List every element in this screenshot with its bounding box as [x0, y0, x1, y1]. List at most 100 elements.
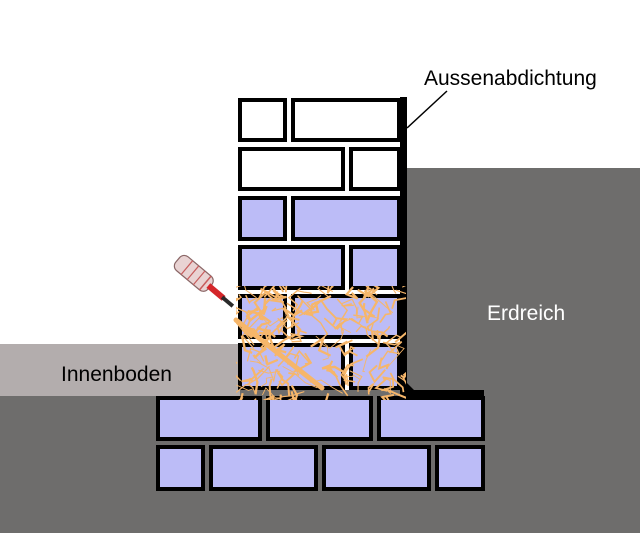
cream-crack — [348, 314, 364, 325]
cream-crack — [240, 335, 253, 354]
cream-crack — [338, 345, 358, 357]
cream-crack — [262, 394, 276, 400]
cream-crack — [358, 290, 372, 324]
cream-crack — [260, 376, 274, 388]
cream-crack — [391, 286, 397, 294]
cream-crack — [370, 330, 389, 341]
brick — [156, 396, 262, 441]
cream-crack — [287, 287, 302, 312]
cream-crack — [365, 332, 382, 358]
cream-crack — [323, 317, 342, 330]
inner-floor-area — [0, 344, 240, 396]
cream-crack — [236, 384, 256, 394]
cream-crack — [343, 374, 361, 380]
cream-crack — [256, 361, 277, 383]
cream-crack — [326, 286, 334, 294]
cream-crack — [264, 355, 279, 366]
cream-crack — [319, 331, 345, 349]
cream-crack — [365, 286, 378, 296]
brick — [291, 196, 401, 241]
cream-crack — [241, 321, 270, 339]
cream-crack — [241, 317, 261, 349]
brick — [238, 245, 345, 290]
cream-crack — [340, 298, 358, 317]
cream-crack — [321, 364, 347, 375]
cream-crack — [296, 290, 312, 295]
cream-crack — [317, 286, 334, 298]
cream-crack — [306, 295, 322, 311]
cream-crack — [280, 391, 305, 398]
cream-crack — [258, 313, 284, 327]
cream-crack — [391, 297, 406, 309]
cream-crack — [395, 286, 406, 295]
cream-crack — [282, 366, 318, 389]
cream-crack — [241, 367, 265, 383]
cream-crack — [325, 360, 339, 378]
cream-crack — [265, 290, 278, 302]
brick — [291, 98, 401, 142]
inner-floor-label: Innenboden — [61, 363, 172, 386]
cream-crack — [261, 387, 273, 400]
cream-crack — [293, 349, 312, 365]
brick — [349, 245, 401, 290]
brick — [266, 396, 373, 441]
cream-crack — [246, 365, 270, 389]
cream-crack — [258, 331, 276, 338]
cream-crack — [271, 307, 287, 315]
injection-channel — [233, 317, 325, 391]
brick — [209, 445, 318, 491]
cream-crack — [309, 299, 338, 320]
cream-crack — [284, 315, 302, 337]
cream-crack — [336, 298, 349, 323]
cream-crack — [279, 394, 283, 400]
cream-crack — [394, 331, 406, 343]
cream-crack — [246, 347, 265, 362]
cream-crack — [386, 388, 406, 399]
brick — [156, 445, 205, 491]
cream-crack — [276, 372, 291, 397]
brick — [238, 196, 287, 241]
cream-crack — [278, 286, 288, 293]
cream-crack — [325, 392, 330, 400]
cream-crack — [297, 295, 312, 317]
cream-crack — [362, 302, 376, 318]
cream-crack — [245, 294, 258, 305]
soil-label: Erdreich — [487, 302, 565, 325]
cream-crack — [263, 286, 276, 298]
cream-crack — [363, 289, 379, 323]
soil-area — [400, 168, 640, 395]
cream-crack — [384, 334, 402, 352]
cream-crack — [344, 286, 359, 300]
cream-crack — [278, 371, 297, 387]
cream-crack — [257, 286, 287, 301]
injection-cartridge-icon — [173, 254, 235, 308]
cream-crack — [268, 378, 276, 400]
cream-crack — [400, 373, 406, 379]
cream-crack — [236, 294, 243, 312]
cream-crack — [366, 307, 381, 332]
cream-crack — [272, 397, 281, 400]
brick — [349, 147, 401, 191]
cream-crack — [236, 286, 257, 298]
cream-crack — [236, 306, 250, 314]
cream-crack — [236, 321, 255, 346]
cream-crack — [310, 335, 332, 357]
cream-crack — [238, 392, 244, 400]
cream-crack — [277, 317, 300, 330]
cream-crack — [379, 301, 392, 324]
cream-crack — [380, 393, 395, 400]
cream-crack — [368, 364, 386, 384]
outer-seal-label: Aussenabdichtung — [424, 67, 597, 90]
cream-crack — [381, 348, 401, 361]
injection-cream-zone — [236, 286, 406, 400]
outer-seal-leader-line — [406, 90, 448, 129]
cream-crack — [377, 357, 390, 371]
foundation-bricks — [156, 396, 485, 491]
cream-crack — [274, 369, 284, 389]
brick — [238, 98, 287, 142]
cream-crack — [382, 341, 403, 354]
cream-crack — [258, 369, 281, 374]
cream-crack — [367, 383, 375, 395]
